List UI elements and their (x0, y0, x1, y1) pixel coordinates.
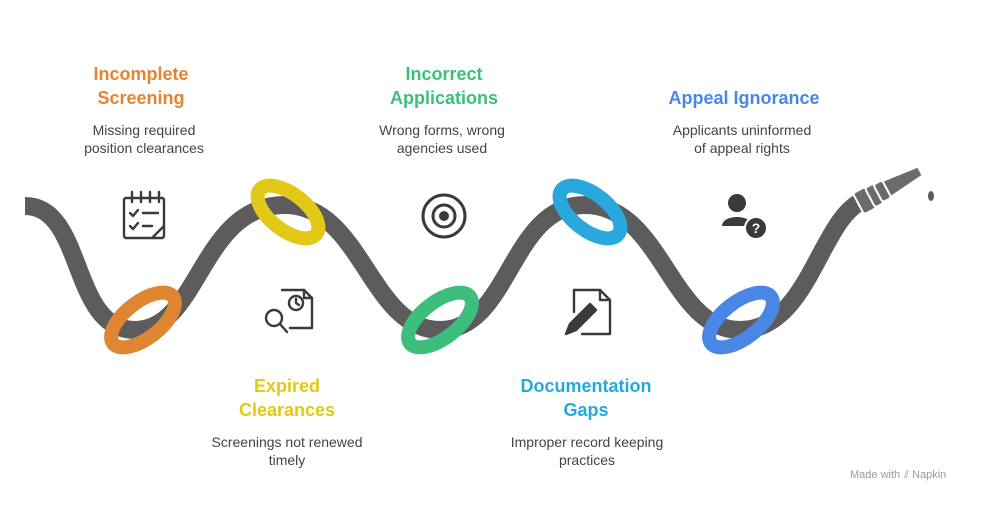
step-title-expired-clearances: Expired Clearances (238, 376, 336, 420)
knot-documentation-gaps (552, 178, 628, 246)
step-title-incorrect-applications: Incorrect Applications (389, 64, 498, 108)
step-description-expired-clearances: Screenings not renewed timely (211, 434, 363, 468)
step-title-appeal-ignorance: Appeal Ignorance (668, 88, 820, 108)
document-edit-icon (564, 288, 612, 336)
watermark-prefix: Made with (850, 469, 901, 481)
svg-text:?: ? (752, 220, 761, 236)
step-description-incorrect-applications: Wrong forms, wrong agencies used (379, 122, 505, 156)
document-search-clock-icon (264, 288, 314, 334)
step-description-appeal-ignorance: Applicants uninformed of appeal rights (672, 122, 812, 156)
watermark-brand: Napkin (912, 469, 947, 481)
step-description-documentation-gaps: Improper record keeping practices (510, 434, 664, 468)
hose-nozzle-icon (852, 165, 924, 215)
watermark: Made with⫽Napkin (850, 469, 946, 482)
water-drop-icon (928, 191, 934, 201)
step-title-incomplete-screening: Incomplete Screening (93, 64, 189, 108)
knot-expired-clearances (250, 178, 326, 246)
user-question-icon: ? (722, 194, 768, 240)
knot-incomplete-screening (104, 285, 182, 355)
step-title-documentation-gaps: Documentation Gaps (520, 376, 652, 420)
hose-path (23, 191, 869, 340)
knot-incorrect-applications (401, 285, 479, 355)
target-icon (421, 193, 467, 239)
knot-appeal-ignorance (702, 285, 780, 355)
napkin-logo-icon: ⫽ (904, 469, 910, 481)
step-description-incomplete-screening: Missing required position clearances (84, 122, 204, 156)
checklist-icon (122, 190, 166, 240)
